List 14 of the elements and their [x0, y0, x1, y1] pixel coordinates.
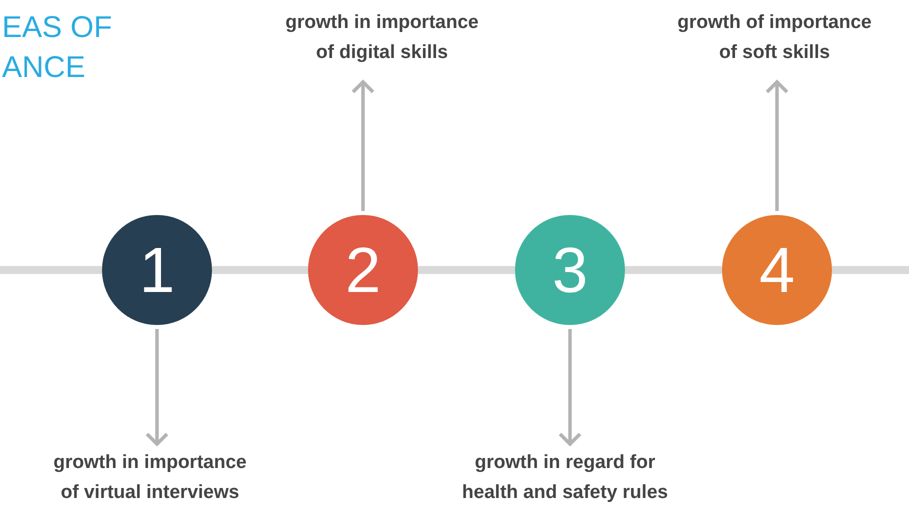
- timeline-line: [212, 266, 308, 274]
- caption-text: growth in importance of digital skills: [222, 8, 542, 78]
- timeline-line: [418, 266, 515, 274]
- caption-text: growth in importance of virtual interviews: [0, 448, 300, 512]
- arrow: [558, 329, 582, 446]
- arrow: [351, 80, 375, 211]
- timeline-line: [0, 266, 102, 274]
- timeline-line: [625, 266, 722, 274]
- arrow: [765, 80, 789, 211]
- caption-text: growth of importance of soft skills: [640, 8, 909, 78]
- title: EAS OF ANCE: [2, 10, 114, 86]
- timeline-line: [832, 266, 909, 274]
- caption-text: growth in regard for health and safety rules: [410, 448, 720, 512]
- arrow: [145, 329, 169, 446]
